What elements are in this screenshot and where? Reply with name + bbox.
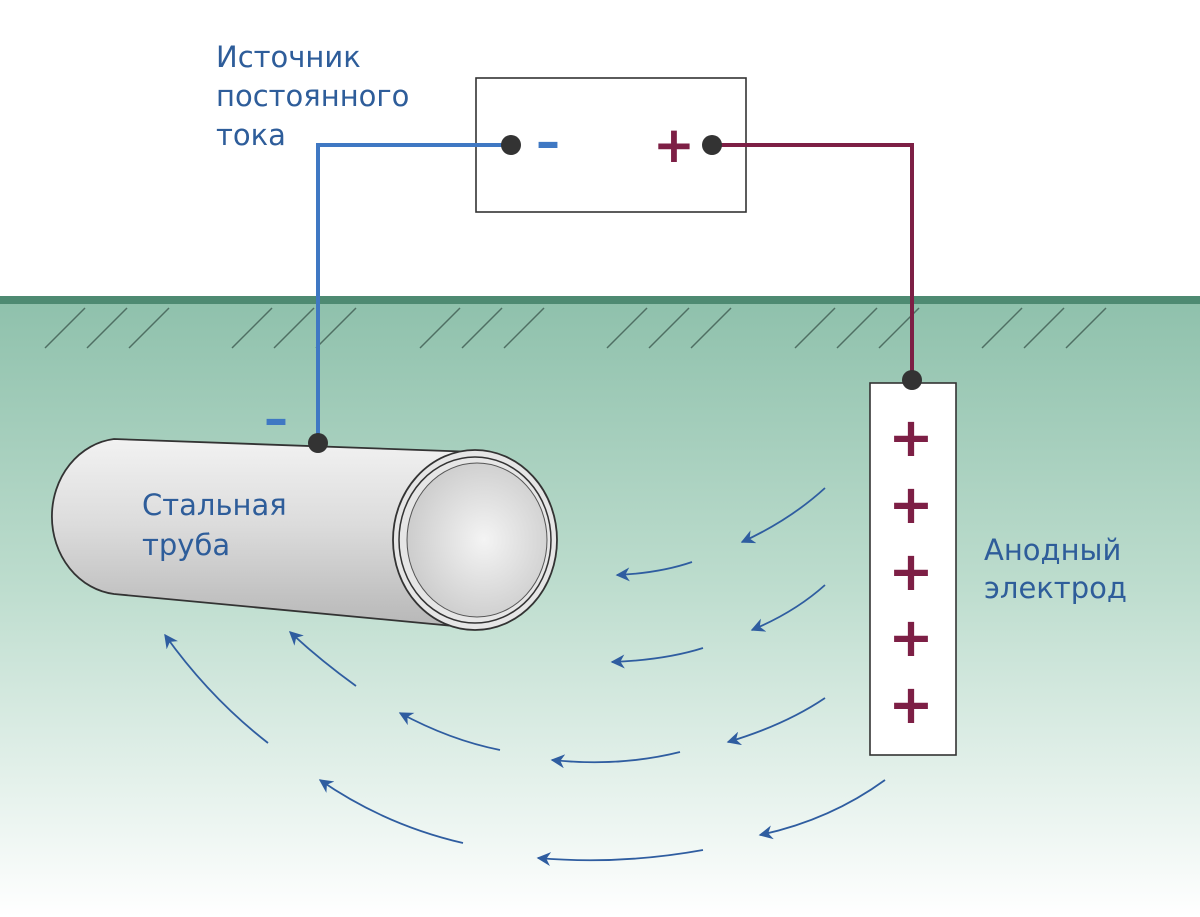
- current-arrow: [398, 712, 501, 751]
- current-arrow: [164, 633, 269, 744]
- steel-pipe: [51, 438, 558, 631]
- negative-wire: [316, 143, 511, 443]
- pipe-label: Стальная труба: [142, 488, 296, 562]
- pipe-minus-sign: –: [264, 391, 288, 447]
- ground-surface-line: [0, 296, 1200, 304]
- positive-wire: [712, 143, 914, 380]
- anode-plus-sign: +: [888, 673, 933, 736]
- current-arrow: [550, 751, 681, 769]
- anode-plus-sign: +: [888, 606, 933, 669]
- anode-plus-sign: +: [888, 406, 933, 469]
- current-arrow: [750, 584, 826, 632]
- current-arrow: [288, 631, 357, 687]
- current-arrow: [758, 779, 886, 840]
- pipe-connection-point: [308, 433, 328, 453]
- anode-plus-signs: + + + + +: [888, 406, 933, 736]
- source-positive-terminal: [702, 135, 722, 155]
- source-label: Источник постоянного тока: [216, 40, 419, 152]
- current-arrow: [615, 561, 693, 582]
- anode-connection-point: [902, 370, 922, 390]
- anode-electrode: [869, 382, 957, 756]
- current-arrow: [610, 647, 704, 669]
- dc-source-box: [475, 77, 747, 213]
- anode-plus-sign: +: [888, 473, 933, 536]
- current-flow-arrows: [164, 487, 886, 867]
- anode-label: Анодный электрод: [984, 533, 1131, 605]
- source-negative-terminal: [501, 135, 521, 155]
- source-plus-sign: +: [653, 116, 695, 174]
- current-arrow: [740, 487, 826, 544]
- ground-hatching: [44, 307, 1107, 349]
- source-minus-sign: –: [536, 114, 560, 170]
- current-arrow: [318, 779, 464, 844]
- current-arrow: [726, 697, 826, 746]
- current-arrow: [536, 849, 704, 867]
- anode-plus-sign: +: [888, 540, 933, 603]
- soil-area: [0, 302, 1200, 917]
